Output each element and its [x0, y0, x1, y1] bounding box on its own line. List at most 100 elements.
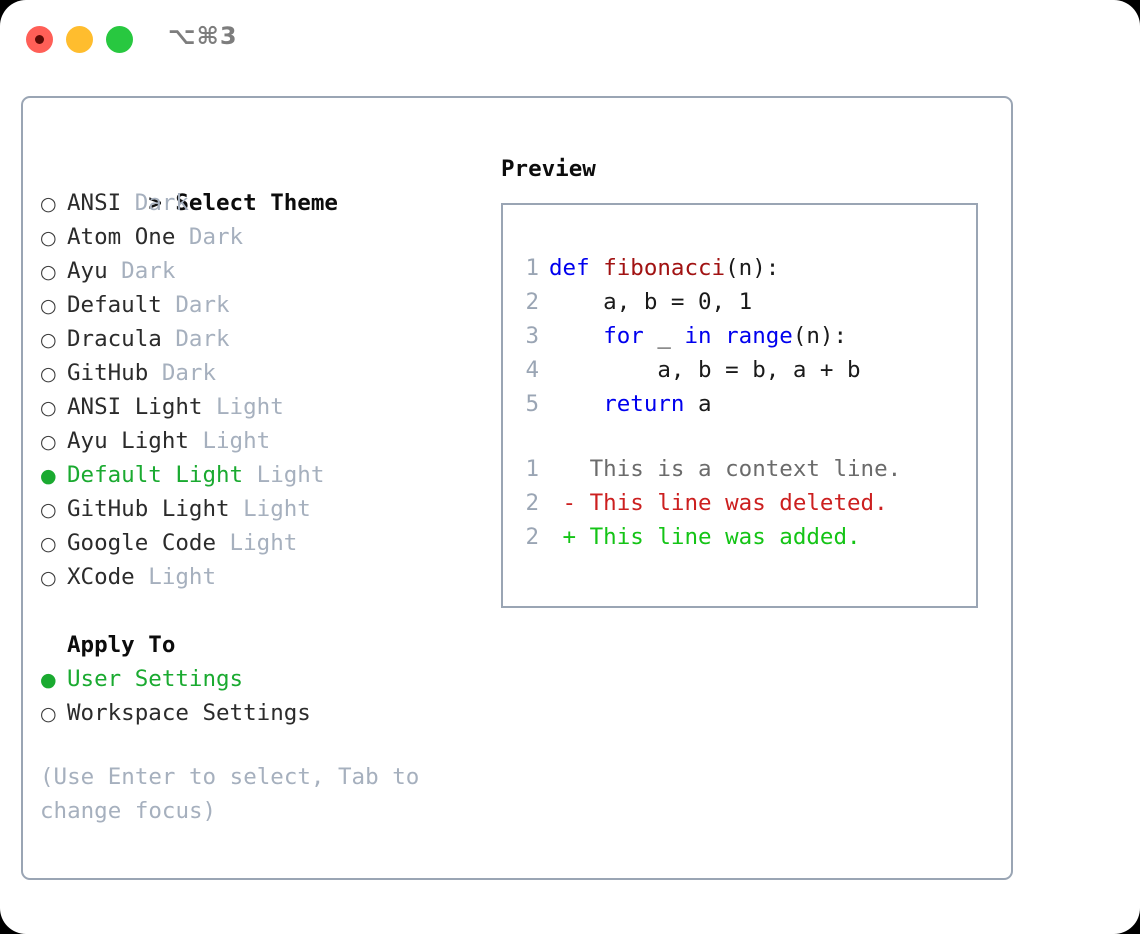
code-token: - This line was deleted. [549, 490, 888, 516]
code-token: This is a context line. [549, 456, 902, 482]
code-token: def [549, 255, 604, 281]
code-token [549, 323, 603, 349]
radio-unselected-icon: ○ [40, 227, 57, 249]
theme-option-label: Atom One [67, 224, 176, 250]
theme-option-label: Default [67, 292, 162, 318]
theme-option-label: ANSI Light [67, 394, 203, 420]
theme-variant-tag: Light [134, 564, 217, 590]
radio-unselected-icon: ○ [40, 329, 57, 351]
code-line-4: 5 return a [517, 387, 970, 421]
preview-heading: Preview [501, 156, 596, 182]
theme-variant-tag: Light [229, 496, 311, 522]
window-titlebar: ⌥⌘3 [0, 0, 1140, 78]
keyboard-shortcut-label: ⌥⌘3 [168, 22, 238, 50]
theme-variant-tag: Dark [161, 292, 230, 318]
code-token: + This line was added. [549, 524, 861, 550]
zoom-button[interactable] [106, 26, 133, 53]
code-token: a [684, 391, 712, 417]
theme-option-0[interactable]: ○ ANSI Dark [40, 186, 490, 220]
theme-option-2[interactable]: ○Ayu Dark [40, 254, 490, 288]
select-theme-heading: > Select Theme [40, 152, 490, 216]
radio-unselected-icon: ○ [40, 363, 57, 385]
theme-option-label: ANSI [67, 190, 122, 216]
line-number: 4 [525, 357, 539, 383]
radio-unselected-icon: ○ [40, 193, 57, 215]
prompt-caret-icon: > [148, 190, 162, 216]
code-token: fibonacci [603, 255, 726, 281]
theme-option-label: Dracula [67, 326, 162, 352]
apply-to-option-label: User Settings [67, 666, 244, 692]
keyboard-hint-text: (Use Enter to select, Tab to change focu… [40, 764, 420, 824]
theme-option-label: Default Light [67, 462, 244, 488]
diff-line-2: 2 + This line was added. [517, 520, 970, 554]
code-token: for [603, 323, 644, 349]
theme-option-label: Ayu Light [67, 428, 189, 454]
radio-unselected-icon: ○ [40, 397, 57, 419]
theme-option-9[interactable]: ○ GitHub Light Light [40, 492, 490, 526]
radio-unselected-icon: ○ [40, 499, 57, 521]
theme-option-1[interactable]: ○ Atom One Dark [40, 220, 490, 254]
line-number: 2 [525, 289, 539, 315]
theme-variant-tag: Dark [148, 360, 217, 386]
code-token [712, 323, 726, 349]
line-number: 1 [525, 456, 539, 482]
theme-option-label: Google Code [67, 530, 217, 556]
theme-variant-tag: Dark [161, 326, 230, 352]
apply-to-option-1[interactable]: ○ Workspace Settings [40, 696, 490, 730]
radio-selected-icon: ● [40, 669, 57, 691]
theme-option-7[interactable]: ○ Ayu Light Light [40, 424, 490, 458]
code-token: in [684, 323, 712, 349]
code-token: _ [643, 323, 685, 349]
apply-to-heading: Apply To [67, 632, 176, 658]
line-number: 5 [525, 391, 539, 417]
theme-option-label: GitHub [67, 360, 149, 386]
theme-option-5[interactable]: ○ GitHub Dark [40, 356, 490, 390]
minimize-button[interactable] [66, 26, 93, 53]
diff-line-0: 1 This is a context line. [517, 452, 970, 486]
theme-option-label: Ayu [67, 258, 108, 284]
theme-option-label: XCode [67, 564, 135, 590]
theme-variant-tag: Light [202, 394, 284, 420]
radio-unselected-icon: ○ [40, 703, 57, 725]
theme-option-8[interactable]: ●Default Light Light [40, 458, 490, 492]
code-token: a, b = 0, 1 [549, 289, 753, 315]
close-button[interactable] [26, 26, 53, 53]
code-line-1: 2 a, b = 0, 1 [517, 285, 970, 319]
apply-to-option-0[interactable]: ● User Settings [40, 662, 490, 696]
radio-unselected-icon: ○ [40, 431, 57, 453]
code-line-2: 3 for _ in range(n): [517, 319, 970, 353]
line-number: 3 [525, 323, 539, 349]
diff-line-1: 2 - This line was deleted. [517, 486, 970, 520]
theme-option-4[interactable]: ○ Dracula Dark [40, 322, 490, 356]
code-token: range [725, 323, 793, 349]
code-token: return [603, 391, 685, 417]
theme-option-6[interactable]: ○ ANSI Light Light [40, 390, 490, 424]
theme-list-column: >Select Theme ○ANSI Dark○Atom One Dark○A… [40, 152, 490, 730]
theme-option-list: ○ANSI Dark○Atom One Dark○Ayu Dark○Defaul… [40, 186, 490, 594]
theme-variant-tag: Light [188, 428, 271, 454]
theme-option-11[interactable]: ○ XCode Light [40, 560, 490, 594]
code-token: (n): [792, 323, 848, 349]
theme-variant-tag: Dark [175, 224, 244, 250]
select-theme-heading-label: Select Theme [175, 190, 338, 216]
radio-unselected-icon: ○ [40, 567, 57, 589]
line-number: 2 [525, 524, 539, 550]
apply-to-option-label: Workspace Settings [67, 700, 311, 726]
code-token [549, 391, 603, 417]
theme-option-3[interactable]: ○ Default Dark [40, 288, 490, 322]
theme-option-10[interactable]: ○Google Code Light [40, 526, 490, 560]
list-spacer [40, 594, 490, 628]
preview-gap [517, 421, 970, 452]
diff-sample: 1 This is a context line.2 - This line w… [517, 452, 970, 554]
code-token: a, b = b, a + b [549, 357, 861, 383]
theme-variant-tag: Light [216, 530, 298, 556]
theme-option-label: GitHub Light [67, 496, 230, 522]
theme-variant-tag: Dark [121, 190, 189, 216]
radio-unselected-icon: ○ [40, 295, 57, 317]
